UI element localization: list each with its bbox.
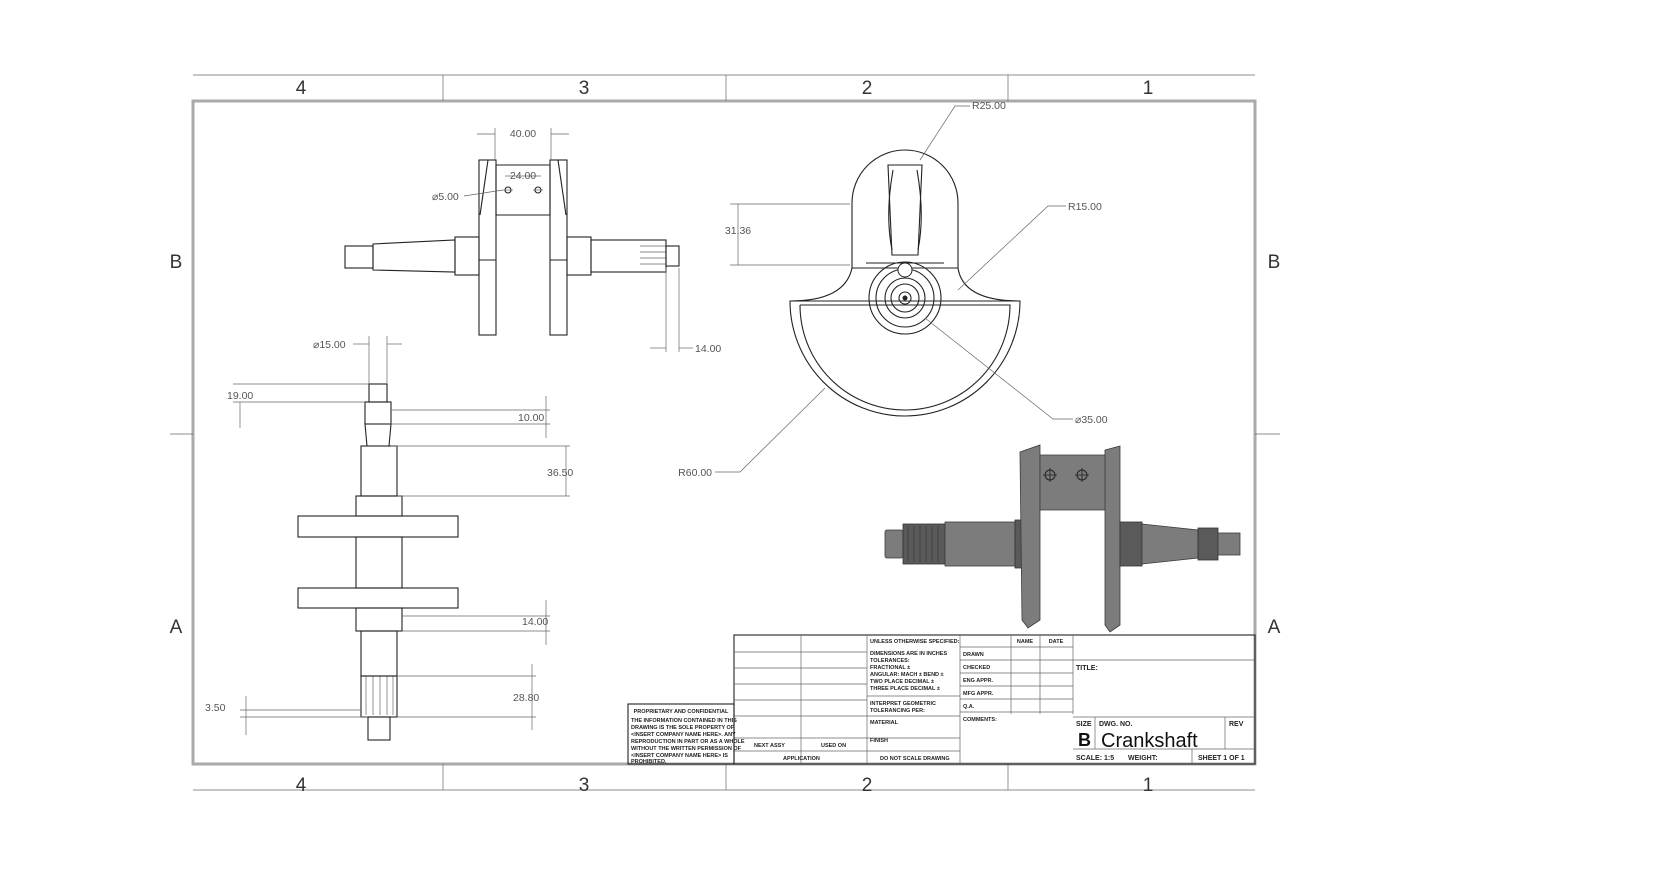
zone-row-b-right: B bbox=[1268, 252, 1281, 273]
name-header: NAME bbox=[1017, 639, 1034, 645]
date-header: DATE bbox=[1049, 639, 1064, 645]
dim-front-c: 36.50 bbox=[547, 467, 573, 479]
dim-front-e: 28.80 bbox=[513, 692, 539, 704]
next-assy-label: NEXT ASSY bbox=[754, 743, 785, 749]
dim-front-a: 19.00 bbox=[227, 390, 253, 402]
spec-line-1: DIMENSIONS ARE IN INCHES bbox=[870, 651, 947, 657]
zone-col-3-top: 3 bbox=[579, 78, 590, 99]
size-label: SIZE bbox=[1076, 721, 1092, 728]
dim-side-bore: ⌀35.00 bbox=[1075, 414, 1108, 426]
dwg-no-label: DWG. NO. bbox=[1099, 721, 1132, 728]
proprietary-title: PROPRIETARY AND CONFIDENTIAL bbox=[634, 709, 729, 715]
spec-line-5: TWO PLACE DECIMAL ± bbox=[870, 679, 934, 685]
zone-col-4-top: 4 bbox=[296, 78, 307, 99]
dim-top-width: 40.00 bbox=[510, 128, 536, 140]
spline-teeth-front bbox=[365, 676, 394, 715]
proprietary-line-1: THE INFORMATION CONTAINED IN THIS bbox=[631, 718, 737, 724]
zone-row-a-right: A bbox=[1268, 617, 1281, 638]
drawn-label: DRAWN bbox=[963, 652, 984, 658]
proprietary-line-2: DRAWING IS THE SOLE PROPERTY OF bbox=[631, 725, 735, 731]
title-label: TITLE: bbox=[1076, 665, 1098, 672]
side-view-dimensions: 31.36 R60.00 R25.00 R15.00 ⌀35.00 bbox=[678, 100, 1108, 479]
rev-label: REV bbox=[1229, 721, 1244, 728]
zone-labels: 4 3 2 1 4 3 2 1 B B A A bbox=[170, 78, 1281, 796]
spline-teeth bbox=[640, 245, 666, 265]
proprietary-line-4: REPRODUCTION IN PART OR AS A WHOLE bbox=[631, 739, 745, 745]
application-label: APPLICATION bbox=[783, 756, 820, 762]
iso-spline-lines bbox=[907, 526, 939, 562]
zone-col-2-top: 2 bbox=[862, 78, 873, 99]
eng-appr-label: ENG APPR. bbox=[963, 678, 994, 684]
proprietary-line-3: <INSERT COMPANY NAME HERE>. ANY bbox=[631, 732, 736, 738]
zone-col-4-bottom: 4 bbox=[296, 775, 307, 796]
zone-col-2-bottom: 2 bbox=[862, 775, 873, 796]
comments-label: COMMENTS: bbox=[963, 717, 997, 723]
dim-side-height: 31.36 bbox=[725, 225, 751, 237]
proprietary-line-5: WITHOUT THE WRITTEN PERMISSION OF bbox=[631, 746, 742, 752]
material-label: MATERIAL bbox=[870, 720, 899, 726]
spec-line-2: TOLERANCES: bbox=[870, 658, 910, 664]
dim-top-hole: ⌀5.00 bbox=[432, 191, 459, 203]
interpret-label: INTERPRET GEOMETRIC bbox=[870, 701, 936, 707]
scale-label: SCALE: 1:5 bbox=[1076, 755, 1114, 762]
front-view bbox=[297, 383, 459, 741]
sheet-label: SHEET 1 OF 1 bbox=[1198, 755, 1245, 762]
proprietary-line-7: PROHIBITED. bbox=[631, 759, 667, 765]
weight-label: WEIGHT: bbox=[1128, 755, 1158, 762]
side-view bbox=[789, 149, 1021, 417]
zone-col-1-top: 1 bbox=[1143, 78, 1154, 99]
zone-col-3-bottom: 3 bbox=[579, 775, 590, 796]
spec-line-3: FRACTIONAL ± bbox=[870, 665, 910, 671]
dim-side-tip-radius: R25.00 bbox=[972, 100, 1006, 112]
spec-line-4: ANGULAR: MACH ± BEND ± bbox=[870, 672, 944, 678]
dim-front-f: 3.50 bbox=[205, 702, 226, 714]
top-view-dimensions: 40.00 24.00 ⌀5.00 14.00 bbox=[432, 128, 721, 355]
mfg-appr-label: MFG APPR. bbox=[963, 691, 994, 697]
used-on-label: USED ON bbox=[821, 743, 846, 749]
dim-front-d: 14.00 bbox=[522, 616, 548, 628]
sheet-border bbox=[170, 74, 1280, 791]
dim-front-b: 10.00 bbox=[518, 412, 544, 424]
checked-label: CHECKED bbox=[963, 665, 990, 671]
tolerancing-label: TOLERANCING PER: bbox=[870, 708, 925, 714]
unless-specified-label: UNLESS OTHERWISE SPECIFIED: bbox=[870, 639, 960, 645]
zone-row-b-left: B bbox=[170, 252, 183, 273]
front-view-dimensions: ⌀15.00 19.00 10.00 36.50 14.00 28.80 3.5… bbox=[205, 336, 573, 735]
finish-label: FINISH bbox=[870, 738, 888, 744]
dim-front-dia: ⌀15.00 bbox=[313, 339, 346, 351]
proprietary-line-6: <INSERT COMPANY NAME HERE> IS bbox=[631, 753, 728, 759]
dim-top-end: 14.00 bbox=[695, 343, 721, 355]
size-value: B bbox=[1078, 730, 1091, 750]
dwg-no-value: Crankshaft bbox=[1101, 730, 1198, 752]
spec-line-6: THREE PLACE DECIMAL ± bbox=[870, 686, 940, 692]
do-not-scale-label: DO NOT SCALE DRAWING bbox=[880, 756, 950, 762]
dim-side-fillet: R15.00 bbox=[1068, 201, 1102, 213]
zone-row-a-left: A bbox=[170, 617, 183, 638]
isometric-view bbox=[884, 444, 1241, 633]
zone-col-1-bottom: 1 bbox=[1143, 775, 1154, 796]
qa-label: Q.A. bbox=[963, 704, 975, 710]
top-view bbox=[344, 159, 680, 336]
dim-side-big-radius: R60.00 bbox=[678, 467, 712, 479]
title-block: NEXT ASSY USED ON APPLICATION PROPRIETAR… bbox=[627, 634, 1256, 765]
dim-top-inner: 24.00 bbox=[510, 170, 536, 182]
